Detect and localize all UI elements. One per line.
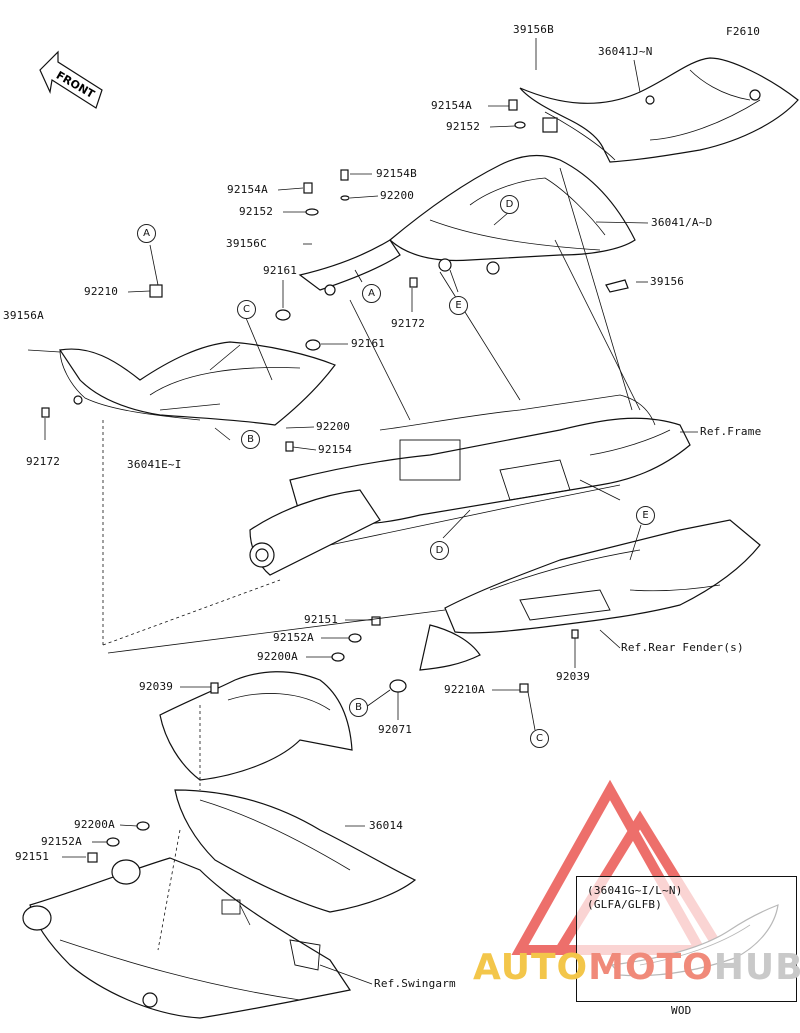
part-label: 92172	[26, 455, 61, 468]
part-label: 92152A	[41, 835, 82, 848]
ref-label: Ref.Rear Fender(s)	[621, 641, 744, 654]
watermark-text: AUTOMOTOHUB	[473, 947, 800, 988]
part-label: 92161	[351, 337, 386, 350]
callout-c: C	[530, 729, 549, 748]
reference-lines	[102, 167, 641, 951]
part-label: 92210	[84, 285, 119, 298]
part-label: 92154A	[431, 99, 472, 112]
part-label: 36014	[369, 819, 404, 832]
ref-label: Ref.Frame	[700, 425, 762, 438]
part-label: 92071	[378, 723, 413, 736]
callout-b: B	[241, 430, 260, 449]
part-label: 92154B	[376, 167, 417, 180]
part-label: 92200A	[257, 650, 298, 663]
rear-fender	[419, 519, 761, 671]
callout-d: D	[430, 541, 449, 560]
part-label: 92039	[139, 680, 174, 693]
callout-c: C	[237, 300, 256, 319]
front-arrow-icon: FRONT	[39, 50, 103, 109]
side-cover-left	[58, 341, 336, 426]
callout-a: A	[137, 224, 156, 243]
part-label: 39156B	[513, 23, 554, 36]
watermark-auto: AUTO	[473, 947, 589, 988]
callout-b: B	[349, 698, 368, 717]
part-label: 92172	[391, 317, 426, 330]
part-label: 92151	[304, 613, 339, 626]
fasteners	[41, 99, 629, 863]
part-label: 92039	[556, 670, 591, 683]
inset-box: (36041G~I/L~N) (GLFA/GLFB)	[576, 876, 797, 1002]
swingarm	[22, 857, 351, 1019]
figure-code: F2610	[726, 25, 761, 38]
part-label: 39156C	[226, 237, 267, 250]
callout-e: E	[636, 506, 655, 525]
inset-caption: WOD	[671, 1004, 692, 1017]
part-label: 92152A	[273, 631, 314, 644]
part-label: 92154	[318, 443, 353, 456]
callout-e: E	[449, 296, 468, 315]
part-label: 36041E~I	[127, 458, 182, 471]
callout-d: D	[500, 195, 519, 214]
seat-cowl-upper	[519, 57, 799, 163]
part-label: 39156A	[3, 309, 44, 322]
part-label: 39156	[650, 275, 685, 288]
inset-line1: (36041G~I/L~N)	[587, 884, 683, 897]
part-label: 92152	[239, 205, 274, 218]
watermark-hub: HUB	[713, 947, 800, 988]
part-label: 92200A	[74, 818, 115, 831]
inset-line2: (GLFA/GLFB)	[587, 898, 663, 911]
part-label: 92161	[263, 264, 298, 277]
ref-label: Ref.Swingarm	[374, 977, 456, 990]
callout-a: A	[362, 284, 381, 303]
leader-lines	[27, 38, 698, 985]
part-label: 36041J~N	[598, 45, 653, 58]
rear-frame	[249, 394, 691, 576]
part-label: 92210A	[444, 683, 485, 696]
part-label: 92151	[15, 850, 50, 863]
lower-cover	[159, 671, 417, 913]
part-label: 92152	[446, 120, 481, 133]
part-label: 36041/A~D	[651, 216, 713, 229]
part-label: 92200	[380, 189, 415, 202]
part-label: 92154A	[227, 183, 268, 196]
watermark-moto: MOTO	[588, 947, 714, 988]
part-label: 92200	[316, 420, 351, 433]
seat-cowl-main	[298, 154, 636, 296]
